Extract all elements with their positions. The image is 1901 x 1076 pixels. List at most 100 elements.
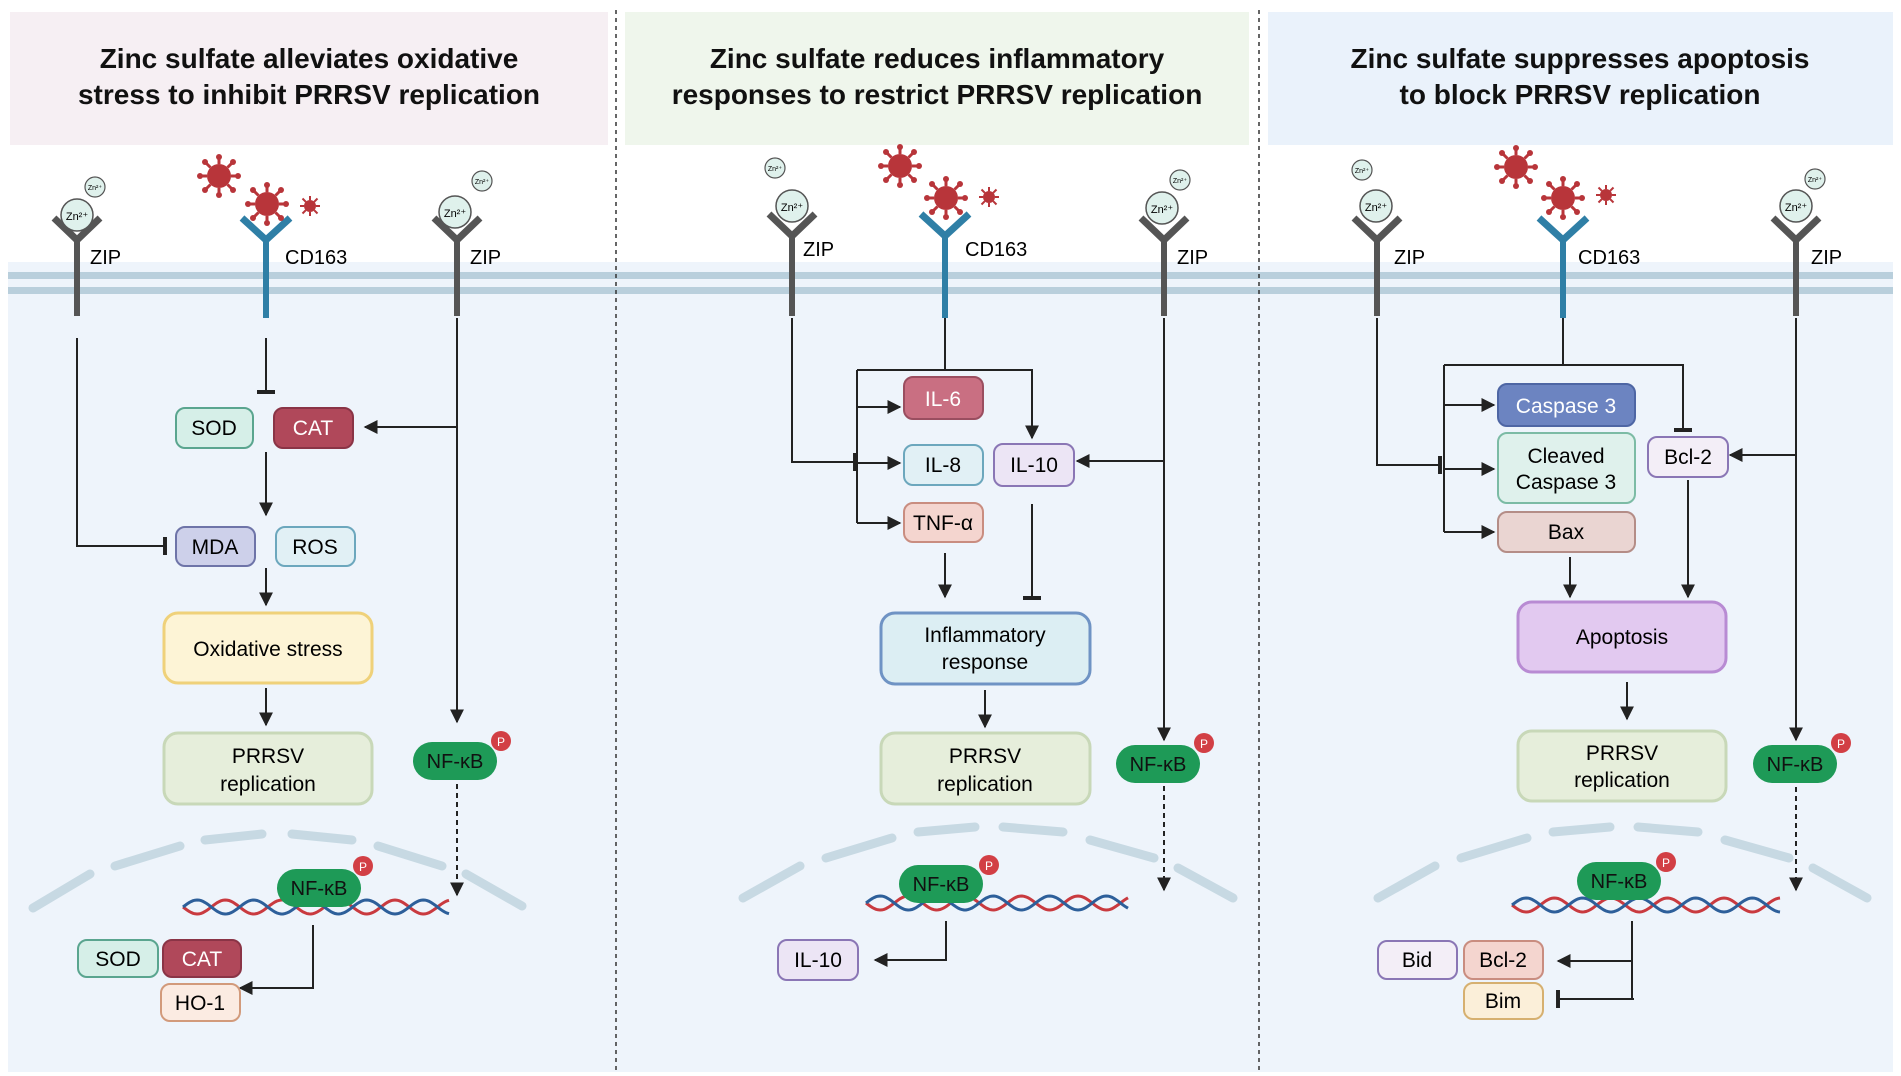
svg-text:NF-κB: NF-κB bbox=[913, 874, 970, 896]
svg-text:Bcl-2: Bcl-2 bbox=[1479, 949, 1527, 972]
prrsv-virus-icon bbox=[195, 152, 243, 200]
panel-title-box bbox=[625, 12, 1249, 145]
panel-title: Zinc sulfate reduces inflammatory bbox=[710, 43, 1165, 74]
zip-label: ZIP bbox=[1394, 247, 1425, 269]
svg-text:NF-κB: NF-κB bbox=[1130, 754, 1187, 776]
prrsv-replication-node bbox=[162, 731, 374, 806]
phosphate-icon bbox=[1656, 852, 1676, 872]
svg-text:SOD: SOD bbox=[191, 417, 237, 440]
svg-text:P: P bbox=[1837, 737, 1845, 751]
svg-text:Bid: Bid bbox=[1402, 949, 1432, 972]
zinc-ion bbox=[1359, 189, 1393, 223]
zinc-ion bbox=[1145, 191, 1179, 225]
zip-label: ZIP bbox=[803, 239, 834, 261]
svg-text:P: P bbox=[359, 860, 367, 874]
prrsv-virus-icon bbox=[1492, 143, 1540, 191]
svg-text:Zn²⁺: Zn²⁺ bbox=[444, 208, 467, 220]
apoptosis-node bbox=[1516, 600, 1728, 674]
panel-oxidative-stress: Zinc sulfate alleviates oxidative stress… bbox=[10, 12, 608, 1022]
pathway-edges bbox=[76, 318, 464, 995]
svg-text:replication: replication bbox=[220, 773, 316, 796]
svg-text:IL-10: IL-10 bbox=[1010, 454, 1058, 477]
phosphate-icon bbox=[1831, 733, 1851, 753]
nuclear-envelope bbox=[738, 822, 1238, 903]
svg-text:NF-κB: NF-κB bbox=[1767, 754, 1824, 776]
zip-receptor: Zn²⁺ Zn²⁺ ZIP bbox=[51, 176, 121, 316]
panel-title-box bbox=[10, 12, 608, 145]
sod-node bbox=[175, 407, 254, 449]
cd163-receptor: CD163 bbox=[876, 142, 1027, 318]
zinc-ion bbox=[1779, 189, 1813, 223]
pathway-edges bbox=[791, 318, 1171, 967]
zinc-ion bbox=[60, 198, 94, 232]
zip-receptor: Zn²⁺ Zn²⁺ ZIP bbox=[1138, 169, 1208, 316]
membrane-outer bbox=[8, 272, 1893, 279]
svg-text:Zn²⁺: Zn²⁺ bbox=[1151, 204, 1174, 216]
panel-apoptosis: Zinc sulfate suppresses apoptosis to blo… bbox=[1268, 12, 1893, 1020]
cleaved-caspase3-node bbox=[1497, 432, 1636, 504]
nfkb-node bbox=[1116, 745, 1200, 783]
membrane-inner bbox=[8, 287, 1893, 294]
phosphate-icon bbox=[979, 855, 999, 875]
panel-title: Zinc sulfate suppresses apoptosis bbox=[1350, 43, 1809, 74]
svg-text:replication: replication bbox=[937, 773, 1033, 796]
svg-text:response: response bbox=[942, 651, 1028, 674]
prrsv-replication-node bbox=[879, 731, 1092, 806]
svg-text:IL-6: IL-6 bbox=[925, 388, 961, 411]
ros-node bbox=[275, 526, 356, 567]
cat-gene-node bbox=[162, 939, 242, 978]
zinc-ion bbox=[1351, 159, 1373, 181]
svg-text:P: P bbox=[1662, 856, 1670, 870]
zinc-ion bbox=[1804, 168, 1826, 190]
zinc-ion bbox=[764, 157, 786, 179]
svg-text:NF-κB: NF-κB bbox=[427, 751, 484, 773]
panel-title-box bbox=[1268, 12, 1893, 145]
svg-text:Zn²⁺: Zn²⁺ bbox=[1365, 202, 1388, 214]
svg-text:PRRSV: PRRSV bbox=[1586, 742, 1658, 765]
phosphate-icon bbox=[353, 856, 373, 876]
zip-label: ZIP bbox=[1811, 247, 1842, 269]
ho1-gene-node bbox=[160, 983, 241, 1022]
svg-text:Zn²⁺: Zn²⁺ bbox=[66, 211, 89, 223]
svg-text:NF-κB: NF-κB bbox=[1591, 871, 1648, 893]
prrsv-virus-icon bbox=[299, 195, 321, 217]
svg-text:Zn²⁺: Zn²⁺ bbox=[1808, 177, 1823, 184]
zip-receptor: Zn²⁺ Zn²⁺ ZIP bbox=[1351, 159, 1425, 316]
bcl2-node bbox=[1647, 436, 1729, 478]
svg-text:Zn²⁺: Zn²⁺ bbox=[1173, 178, 1188, 185]
phosphate-icon bbox=[491, 731, 511, 751]
prrsv-virus-icon bbox=[1595, 184, 1617, 206]
svg-text:Inflammatory: Inflammatory bbox=[924, 624, 1046, 647]
svg-text:PRRSV: PRRSV bbox=[949, 745, 1021, 768]
dna-icon bbox=[1511, 896, 1781, 914]
svg-text:Bcl-2: Bcl-2 bbox=[1664, 446, 1712, 469]
tnfa-node bbox=[903, 502, 984, 543]
il8-node bbox=[903, 444, 984, 486]
svg-text:replication: replication bbox=[1574, 769, 1670, 792]
svg-text:CAT: CAT bbox=[293, 417, 334, 440]
zinc-ion bbox=[84, 176, 106, 198]
zinc-ion bbox=[471, 170, 493, 192]
zip-label: ZIP bbox=[470, 247, 501, 269]
svg-text:PRRSV: PRRSV bbox=[232, 745, 304, 768]
zinc-ion bbox=[438, 195, 472, 229]
svg-text:NF-κB: NF-κB bbox=[291, 878, 348, 900]
svg-text:SOD: SOD bbox=[95, 948, 141, 971]
nfkb-nuclear-node bbox=[277, 869, 361, 907]
prrsv-virus-icon bbox=[978, 186, 1000, 208]
svg-text:CAT: CAT bbox=[182, 948, 223, 971]
zinc-ion bbox=[1169, 169, 1191, 191]
bid-gene-node bbox=[1377, 940, 1458, 980]
zip-receptor: Zn²⁺ Zn²⁺ ZIP bbox=[431, 170, 501, 316]
nfkb-node bbox=[1753, 745, 1837, 783]
svg-text:Oxidative stress: Oxidative stress bbox=[193, 638, 342, 661]
caspase3-node bbox=[1497, 383, 1636, 427]
nfkb-nuclear-node bbox=[899, 865, 983, 903]
svg-text:Zn²⁺: Zn²⁺ bbox=[768, 166, 783, 173]
nuclear-envelope bbox=[28, 829, 527, 913]
prrsv-virus-icon bbox=[876, 142, 924, 190]
prrsv-virus-icon bbox=[243, 180, 291, 228]
mda-node bbox=[175, 526, 256, 567]
oxidative-stress-node bbox=[162, 611, 374, 685]
